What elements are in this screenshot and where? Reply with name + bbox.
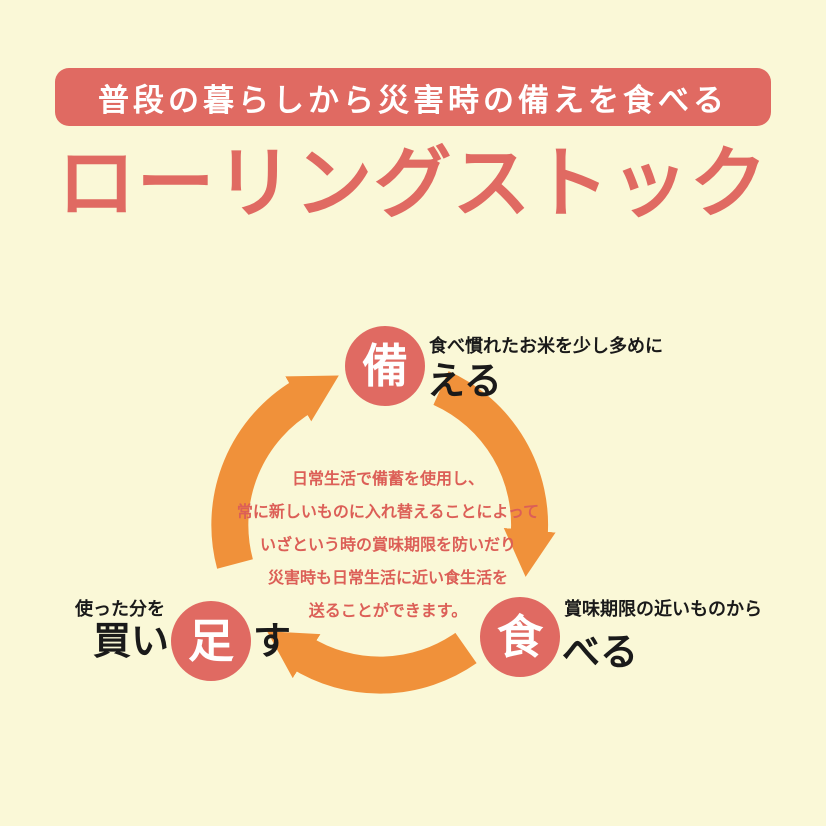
prepare-circle-badge: 備: [345, 326, 425, 406]
prepare-annotation: 食べ慣れたお米を少し多めに: [429, 336, 663, 357]
prepare-label-suffix: える: [427, 359, 502, 403]
eat-circle-badge: 食: [480, 597, 560, 677]
page-title: ローリングストック: [57, 139, 769, 229]
cycle-node-buy: 使った分を 買い 足 す: [75, 599, 292, 681]
header-banner-text: 普段の暮らしから災害時の備えを食べる: [98, 82, 728, 119]
buy-circle-badge: 足: [171, 601, 252, 681]
cycle-description-line: いざという時の賞味期限を防いだり: [259, 535, 516, 554]
eat-annotation: 賞味期限の近いものから: [564, 599, 762, 620]
buy-annotation: 使った分を: [75, 599, 165, 620]
buy-label-prefix: 買い: [93, 619, 170, 663]
cycle-node-prepare: 食べ慣れたお米を少し多めに 備 える: [345, 326, 663, 406]
eat-label-suffix: べる: [562, 630, 639, 674]
arrow-buy-to-prepare-icon: [211, 375, 339, 569]
header-banner: 普段の暮らしから災害時の備えを食べる: [55, 68, 771, 126]
cycle-description-line: 災害時も日常生活に近い食生活を: [267, 568, 508, 587]
cycle-description-line: 日常生活で備蓄を使用し、: [291, 469, 484, 488]
cycle-node-eat: 賞味期限の近いものから 食 べる: [480, 597, 762, 677]
arrow-prepare-to-eat-icon: [433, 371, 556, 577]
arrow-eat-to-buy-icon: [266, 631, 477, 694]
cycle-description-line: 常に新しいものに入れ替えることによって: [236, 502, 540, 521]
cycle-description: 日常生活で備蓄を使用し、 常に新しいものに入れ替えることによって いざという時の…: [233, 462, 543, 627]
cycle-description-line: 送ることができます。: [308, 601, 468, 620]
buy-label-suffix: す: [253, 619, 292, 663]
